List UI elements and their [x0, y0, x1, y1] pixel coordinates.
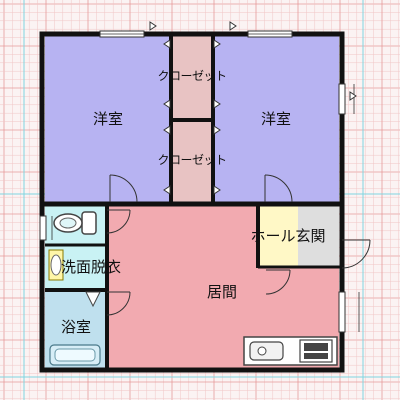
door-arc [106, 209, 131, 234]
closet-top [171, 36, 213, 120]
washbasin-icon [48, 249, 101, 308]
closet-door-mark [163, 39, 171, 49]
closet-door-mark [213, 125, 221, 135]
label-western-right: 洋室 [261, 110, 291, 128]
label-living: 居間 [207, 283, 237, 301]
window [39, 215, 47, 241]
closet-door-mark [163, 185, 171, 195]
entrance-hall [258, 205, 298, 267]
window [338, 83, 346, 115]
toilet-icon [53, 211, 97, 235]
window [338, 291, 346, 333]
walls [39, 31, 345, 373]
window-icon [39, 30, 360, 333]
western-room-left [45, 36, 171, 202]
label-hall-entrance: ホール玄関 [250, 227, 325, 245]
closet-door-mark [213, 39, 221, 49]
entrance [298, 205, 339, 267]
label-closet-top: クローゼット [157, 69, 226, 83]
label-bathroom: 浴室 [61, 318, 91, 336]
sash-mark [149, 21, 157, 31]
outer-wall [39, 31, 345, 373]
stove-icon [299, 339, 333, 363]
door-arc [265, 269, 291, 295]
label-closet-bottom: クローゼット [157, 153, 226, 167]
closet-door-mark [213, 99, 221, 109]
door-swing-icon [106, 21, 371, 316]
sash-mark [349, 91, 357, 101]
door-arc [106, 291, 131, 316]
label-washroom: 洗面脱衣 [61, 258, 121, 276]
closet-door-mark [213, 185, 221, 195]
door-arc [264, 174, 293, 203]
closet-door-mark [163, 99, 171, 109]
bathtub-icon [49, 344, 101, 366]
closet-door-mark [163, 125, 171, 135]
label-western-left: 洋室 [93, 110, 123, 128]
door-arc [109, 174, 138, 203]
door-arc [341, 239, 371, 269]
sash-mark [229, 21, 237, 31]
closet-bottom [171, 120, 213, 202]
western-room-right [213, 36, 339, 202]
